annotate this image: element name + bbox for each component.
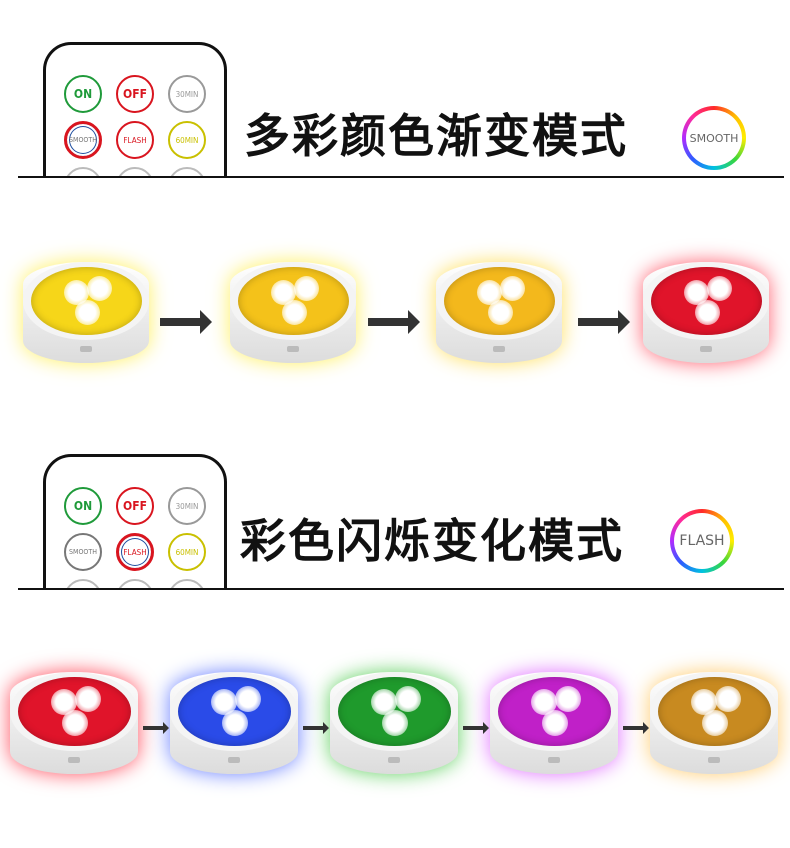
puck-light [650, 672, 778, 774]
remote-button-partial [64, 579, 102, 588]
remote-button-on: ON [64, 75, 102, 113]
smooth-badge-label: SMOOTH [689, 131, 739, 145]
right-arrow-icon [160, 310, 212, 334]
remote-button-label: OFF [123, 87, 147, 101]
sensor-icon [80, 346, 92, 352]
puck-light [643, 262, 769, 363]
flash-badge-label: FLASH [679, 533, 725, 549]
puck-light [436, 262, 562, 363]
remote-button-label: ON [73, 499, 93, 513]
sensor-icon [388, 757, 400, 763]
led-bulb [62, 710, 88, 736]
led-bulb [222, 710, 248, 736]
led-bulb [75, 300, 100, 325]
sensor-icon [493, 346, 505, 352]
led-bulb [382, 710, 408, 736]
puck-light [170, 672, 298, 774]
led-bulb [395, 686, 421, 712]
remote-button-label: 30MIN [175, 89, 199, 99]
remote-button-label: FLASH [123, 547, 147, 557]
sensor-icon [700, 346, 712, 352]
divider-2 [18, 588, 784, 590]
remote-button-off: OFF [116, 487, 154, 525]
right-arrow-icon [143, 722, 169, 734]
led-bulb [235, 686, 261, 712]
led-bulb [702, 710, 728, 736]
led-bulb [282, 300, 307, 325]
sensor-icon [708, 757, 720, 763]
led-bulb [87, 276, 112, 301]
led-bulb [707, 276, 732, 301]
led-bulb [500, 276, 525, 301]
remote-button-label: FLASH [123, 135, 147, 145]
puck-light [490, 672, 618, 774]
sensor-icon [287, 346, 299, 352]
remote-button-label: OFF [123, 499, 147, 513]
smooth-badge-icon: SMOOTH [682, 106, 746, 170]
divider-1 [18, 176, 784, 178]
puck-light [230, 262, 356, 363]
remote-button-label: SMOOTH [69, 548, 97, 556]
remote-button-flash: FLASH [116, 533, 154, 571]
sensor-icon [68, 757, 80, 763]
sensor-icon [228, 757, 240, 763]
right-arrow-icon [463, 722, 489, 734]
right-arrow-icon [578, 310, 630, 334]
remote-button-30min: 30MIN [168, 75, 206, 113]
sensor-icon [548, 757, 560, 763]
remote-button-label: ON [73, 87, 93, 101]
led-bulb [715, 686, 741, 712]
remote-button-30min: 30MIN [168, 487, 206, 525]
remote-button-label: 30MIN [175, 501, 199, 511]
remote-control-2: ON OFF 30MIN SMOOTH FLASH 60MIN [43, 454, 227, 588]
right-arrow-icon [623, 722, 649, 734]
remote-button-60min: 60MIN [168, 533, 206, 571]
led-bulb [488, 300, 513, 325]
smooth-mode-title: 多彩颜色渐变模式 [244, 109, 628, 163]
remote-button-flash: FLASH [116, 121, 154, 159]
remote-button-partial [116, 579, 154, 588]
led-bulb [294, 276, 319, 301]
led-bulb [75, 686, 101, 712]
remote-control-1: ON OFF 30MIN SMOOTH FLASH 60MIN [43, 42, 227, 176]
right-arrow-icon [303, 722, 329, 734]
remote-button-label: 60MIN [175, 135, 199, 145]
led-bulb [542, 710, 568, 736]
flash-mode-title: 彩色闪烁变化模式 [240, 514, 624, 568]
remote-button-off: OFF [116, 75, 154, 113]
smooth-mode-section: ON OFF 30MIN SMOOTH FLASH 60MIN 多彩颜色渐变模式 SMOO… [0, 0, 790, 420]
puck-light [330, 672, 458, 774]
remote-button-smooth: SMOOTH [64, 121, 102, 159]
remote-button-on: ON [64, 487, 102, 525]
flash-badge-icon: FLASH [670, 509, 734, 573]
remote-button-label: SMOOTH [69, 136, 97, 144]
remote-button-partial [168, 579, 206, 588]
remote-button-label: 60MIN [175, 547, 199, 557]
puck-light [10, 672, 138, 774]
right-arrow-icon [368, 310, 420, 334]
puck-light [23, 262, 149, 363]
led-bulb [695, 300, 720, 325]
remote-button-60min: 60MIN [168, 121, 206, 159]
led-bulb [555, 686, 581, 712]
remote-button-smooth: SMOOTH [64, 533, 102, 571]
